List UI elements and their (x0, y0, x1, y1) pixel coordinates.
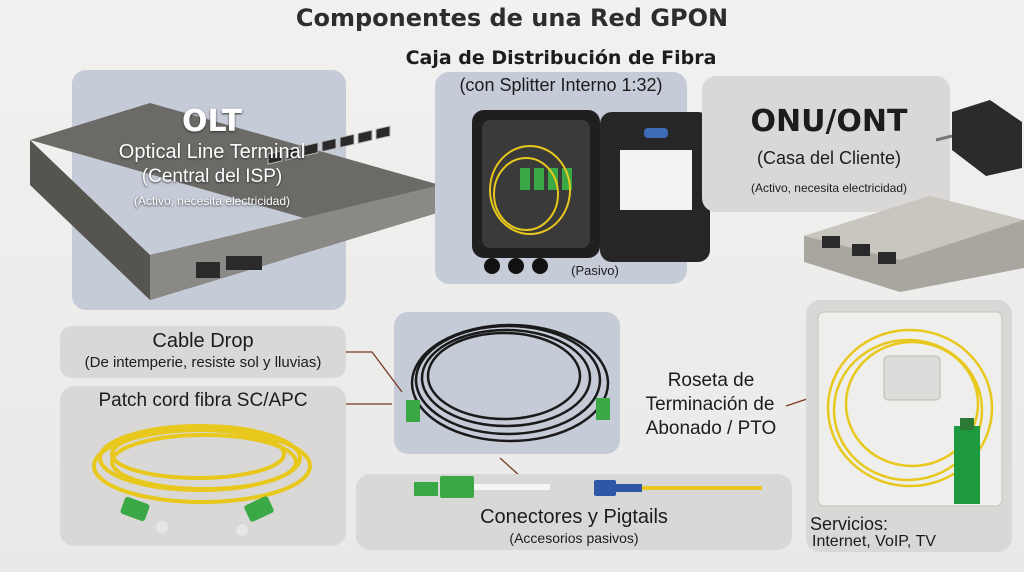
cable-drop-subtitle: (De intemperie, resiste sol y lluvias) (84, 354, 322, 371)
olt-location: (Central del ISP) (141, 166, 283, 187)
cable-drop-photo-panel (394, 312, 620, 454)
onu-power-note: (Activo, necesita electricidad) (750, 181, 908, 195)
patch-cord-title: Patch cord fibra SC/APC (98, 390, 308, 411)
services-list: Internet, VoIP, TV (812, 533, 936, 550)
olt-full-name: Optical Line Terminal (118, 141, 306, 163)
roseta-line-2: Terminación de (645, 394, 775, 415)
diagram-title: Componentes de una Red GPON (295, 4, 729, 32)
cable-drop-label-box (60, 326, 346, 378)
roseta-line-1: Roseta de (667, 370, 755, 391)
cable-drop-title: Cable Drop (152, 330, 254, 352)
olt-power-note: (Activo, necesita electricidad) (133, 194, 291, 208)
olt-name: OLT (181, 104, 243, 139)
connectors-subtitle: (Accesorios pasivos) (509, 530, 639, 546)
connectors-title: Conectores y Pigtails (480, 506, 668, 528)
services-title: Servicios: (810, 514, 889, 534)
onu-location: (Casa del Cliente) (756, 148, 902, 168)
caja-subtitle: (con Splitter Interno 1:32) (459, 75, 663, 95)
onu-panel (702, 76, 950, 212)
onu-name: ONU/ONT (750, 104, 908, 139)
caja-title: Caja de Distribución de Fibra (405, 47, 717, 69)
caja-passive-note: (Pasivo) (571, 263, 619, 278)
roseta-line-3: Abonado / PTO (645, 418, 777, 439)
